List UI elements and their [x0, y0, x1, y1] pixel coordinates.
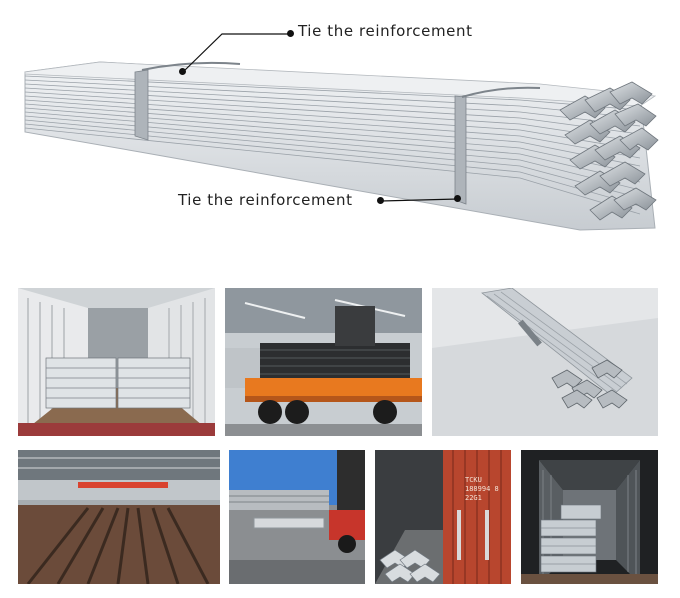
container-loaded-angles-photo [18, 288, 215, 436]
hero-angle-bundle-image [0, 0, 680, 250]
container-interior-bundles-photo [521, 450, 658, 584]
bottom-callout-end-dot [377, 197, 384, 204]
top-callout-end-dot [287, 30, 294, 37]
angle-bundle-closeup-photo [432, 288, 658, 436]
bottom-callout-dot [454, 195, 461, 202]
top-callout-label: Tie the reinforcement [298, 22, 473, 40]
bottom-callout-label: Tie the reinforcement [178, 191, 353, 209]
warehouse-stock-photo [18, 450, 220, 584]
outdoor-yard-truck-photo [229, 450, 365, 584]
top-callout-dot [179, 68, 186, 75]
container-id-text: TCKU 188994 8 22G1 [465, 476, 499, 502]
truck-loaded-angles-photo [225, 288, 422, 436]
container-door-loading-photo: TCKU 188994 8 22G1 [375, 450, 511, 584]
